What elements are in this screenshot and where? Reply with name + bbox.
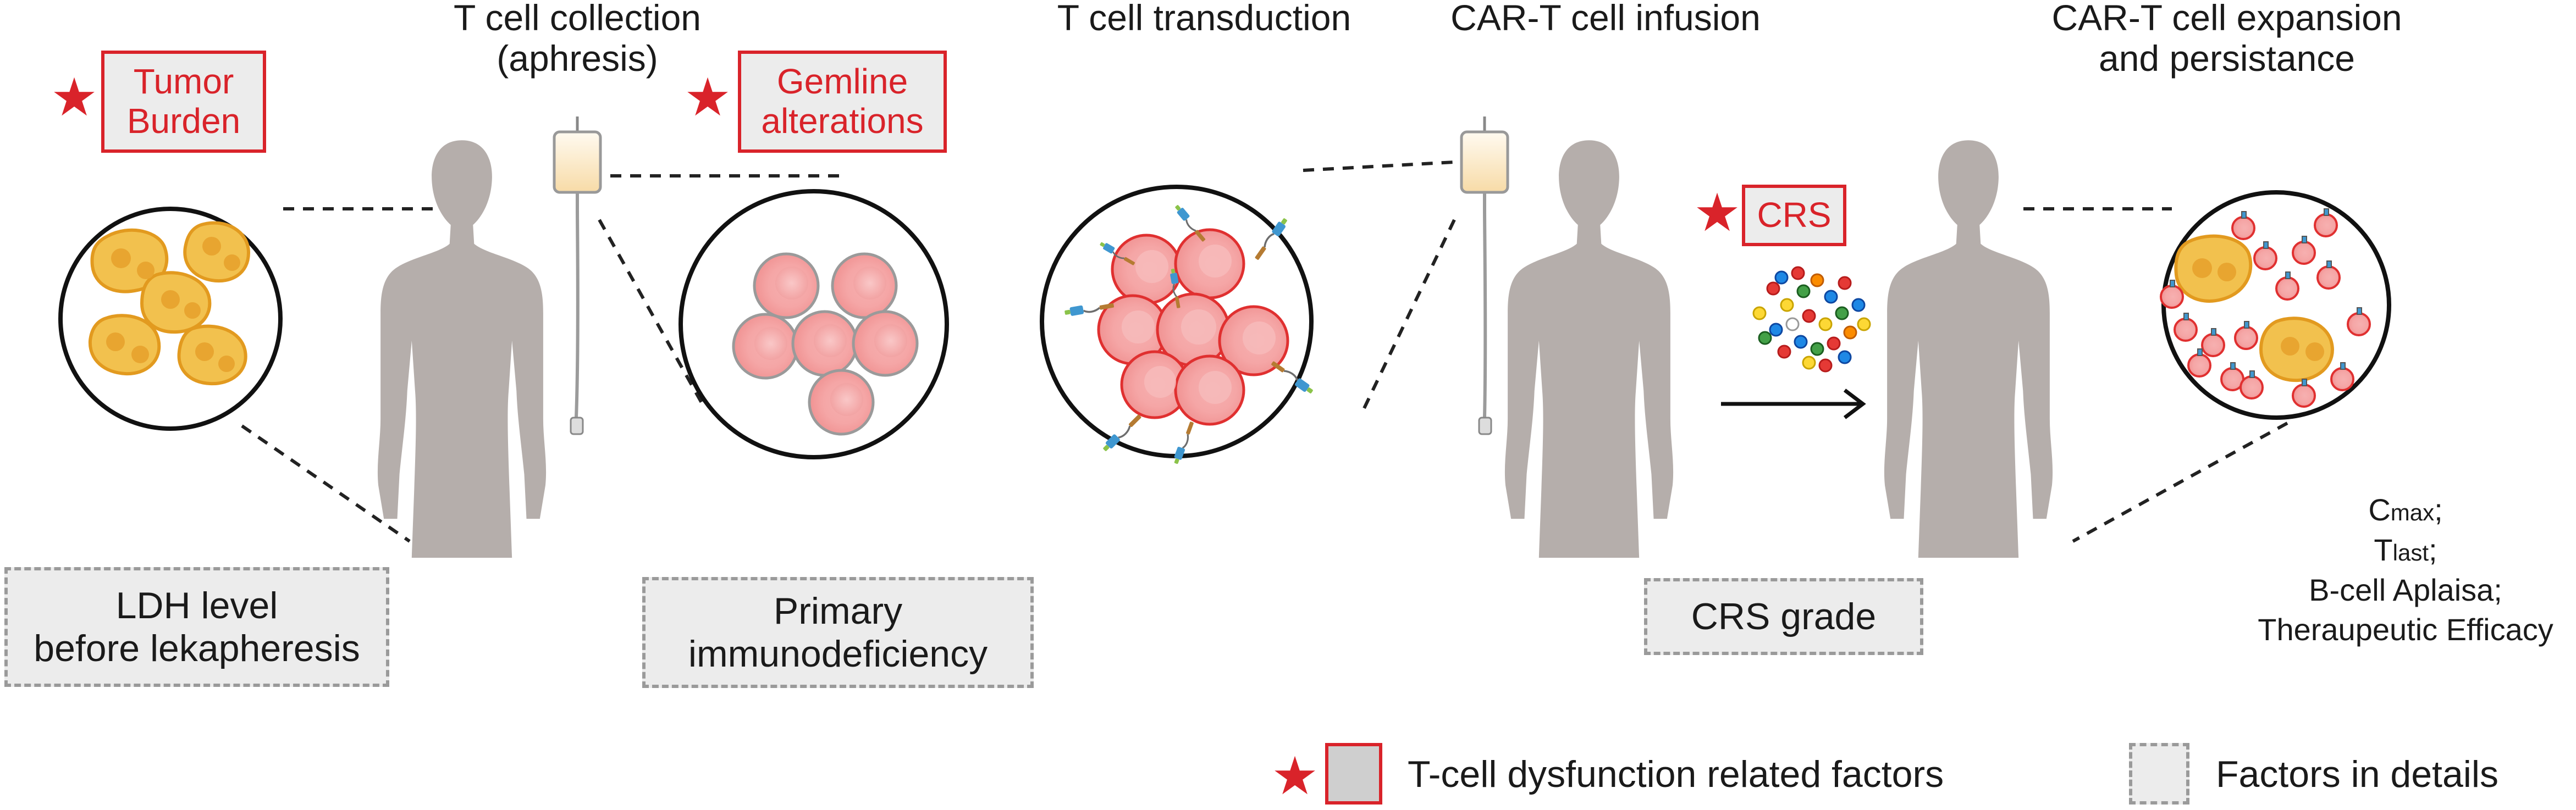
factor-tumor-burden: Tumor Burden xyxy=(101,51,266,153)
step-title-infusion: CAR-T cell infusion xyxy=(1450,0,1761,38)
detail-crs-grade: CRS grade xyxy=(1644,578,1923,655)
dashed-connectors xyxy=(241,160,2288,543)
star-icon: ★ xyxy=(51,68,98,127)
patient-silhouette-2 xyxy=(1504,140,1674,558)
legend-red-swatch xyxy=(1325,743,1382,805)
patient-silhouette-1 xyxy=(377,140,547,558)
pk-metrics: Cmax; Tlast; B-cell Aplaisa; Theraupeuti… xyxy=(2235,490,2576,650)
cytokine-cluster xyxy=(1752,266,1871,373)
car-t-expansion-circle xyxy=(2160,190,2391,420)
step-title-expansion: CAR-T cell expansion and persistance xyxy=(2051,0,2402,79)
right-arrow-icon xyxy=(1721,389,1866,419)
patient-silhouette-3 xyxy=(1884,140,2053,558)
star-icon: ★ xyxy=(1694,184,1741,242)
detail-primary-immunodeficiency: Primary immunodeficiency xyxy=(642,577,1034,688)
star-icon: ★ xyxy=(684,68,732,127)
factor-germline-alterations: Gemline alterations xyxy=(738,51,947,153)
t-cells-circle xyxy=(679,189,949,459)
pk-tlast: Tlast; xyxy=(2374,532,2437,567)
pk-cmax: Cmax; xyxy=(2368,492,2443,527)
factor-crs: CRS xyxy=(1742,185,1846,246)
star-icon: ★ xyxy=(1271,747,1319,806)
step-title-collection: T cell collection (aphresis) xyxy=(454,0,701,79)
legend-detail-swatch xyxy=(2129,743,2189,805)
tumor-cells-circle xyxy=(58,207,283,431)
pk-bcell-aplasia: B-cell Aplaisa; xyxy=(2309,572,2502,607)
car-t-transduction-circle xyxy=(1040,185,1316,466)
iv-bag-icon xyxy=(553,116,602,435)
iv-bag-icon xyxy=(1460,116,1509,435)
detail-ldh-level: LDH level before lekapheresis xyxy=(4,567,389,687)
legend-detail-label: Factors in details xyxy=(2216,753,2498,795)
pk-therapeutic-efficacy: Theraupeutic Efficacy xyxy=(2258,612,2553,647)
legend-red-label: T-cell dysfunction related factors xyxy=(1408,753,1944,795)
step-title-transduction: T cell transduction xyxy=(1057,0,1352,38)
